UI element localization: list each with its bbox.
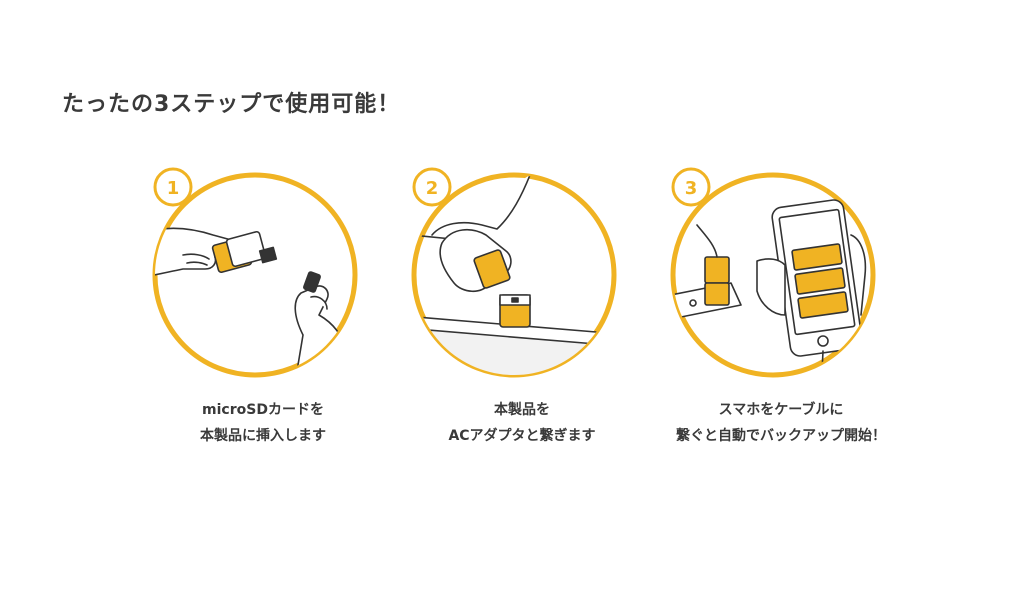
step-1-badge bbox=[153, 167, 193, 207]
step-2-caption-line1: 本製品を bbox=[494, 402, 550, 418]
step-3: 3 スマホをケーブルに 繋ぐと自動でバックアップ開始！ bbox=[661, 165, 901, 455]
card-insert-illustration: 1 bbox=[152, 167, 358, 378]
page-title: たったの3ステップで使用可能！ bbox=[62, 92, 401, 117]
step-1-number: 1 bbox=[167, 178, 180, 199]
step-1-caption-line1: microSDカードを bbox=[202, 402, 324, 418]
step-3-caption-line1: スマホをケーブルに bbox=[718, 402, 844, 418]
step-3-caption: スマホをケーブルに 繋ぐと自動でバックアップ開始！ bbox=[661, 397, 901, 449]
step-2: 2 本製品を ACアダプタと繋ぎます bbox=[402, 165, 642, 455]
adapter-connect-illustration: 2 bbox=[411, 167, 617, 378]
step-2-caption-line2: ACアダプタと繋ぎます bbox=[448, 428, 596, 444]
step-2-caption: 本製品を ACアダプタと繋ぎます bbox=[402, 397, 642, 449]
step-3-badge bbox=[671, 167, 711, 207]
step-3-number: 3 bbox=[685, 178, 698, 199]
phone-backup-illustration: 3 bbox=[670, 167, 876, 378]
step-1-caption-line2: 本製品に挿入します bbox=[200, 428, 326, 444]
step-1: 1 microSDカードを 本製品に挿入します bbox=[143, 165, 383, 455]
step-2-number: 2 bbox=[426, 178, 439, 199]
step-3-caption-line2: 繋ぐと自動でバックアップ開始！ bbox=[676, 428, 886, 444]
step-2-badge bbox=[412, 167, 452, 207]
step-1-caption: microSDカードを 本製品に挿入します bbox=[143, 397, 383, 449]
